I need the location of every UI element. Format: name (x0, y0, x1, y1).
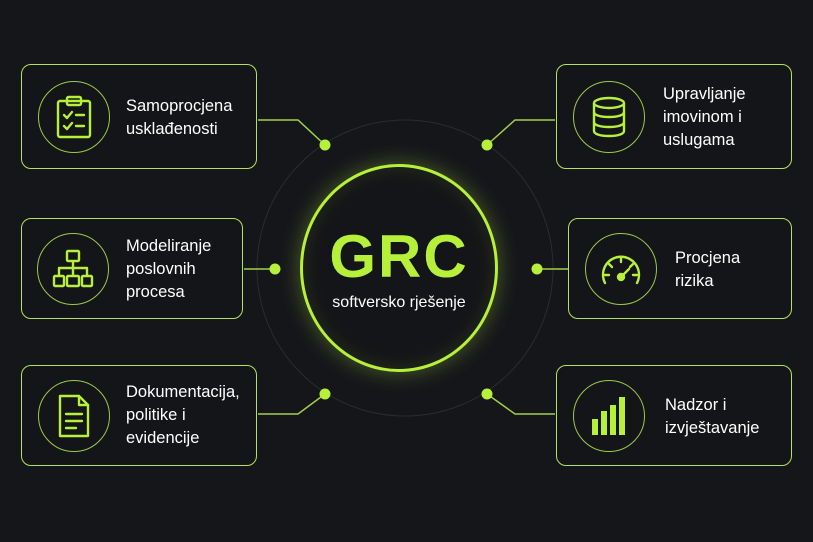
icon-circle (38, 380, 110, 452)
connector-line (486, 119, 555, 146)
center-subtitle: softversko rješenje (332, 294, 466, 311)
icon-circle (573, 81, 645, 153)
connector-dot (481, 388, 493, 400)
connector-dot (319, 388, 331, 400)
connector-dot (319, 139, 331, 151)
icon-circle (38, 81, 110, 153)
clipboard-checklist-icon (56, 95, 92, 139)
database-icon (592, 96, 626, 138)
gauge-icon (601, 255, 641, 285)
icon-circle (37, 233, 109, 305)
connector-dot (269, 263, 281, 275)
connector-dot (531, 263, 543, 275)
document-icon (58, 394, 90, 438)
connector-line (486, 393, 555, 415)
connector-dot (481, 139, 493, 151)
bar-chart-icon (592, 397, 625, 435)
center-title: GRC (329, 223, 469, 290)
flowchart-hierarchy-icon (52, 249, 94, 288)
connector-line (258, 393, 326, 415)
connector-line (258, 119, 326, 146)
icon-circle (573, 380, 645, 452)
icon-circle (585, 233, 657, 305)
center-hub: GRC softversko rješenje (300, 164, 498, 372)
outer-ring (256, 119, 554, 417)
